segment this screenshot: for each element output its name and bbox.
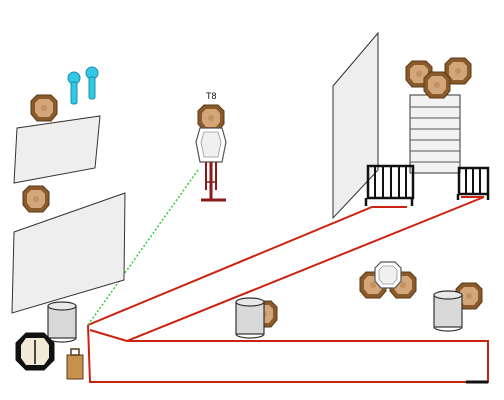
barrel-icon — [47, 301, 77, 343]
target-stand-label: T8 — [206, 91, 217, 101]
wall-panel-lower-left — [11, 192, 126, 314]
start-position-icon — [15, 332, 55, 371]
path-segment-inner — [89, 329, 128, 342]
wall-panel-upper-left — [13, 115, 101, 184]
paper-target-icon — [197, 104, 225, 132]
wall-panel-right — [332, 31, 379, 220]
fence-icon-right — [456, 166, 490, 200]
stacked-boxes — [409, 94, 461, 174]
path-segment-outer — [87, 196, 489, 383]
no-shoot-target-icon — [374, 261, 402, 289]
briefcase-icon — [66, 348, 84, 380]
barrel-icon — [433, 290, 463, 332]
paper-target-icon — [22, 185, 50, 213]
movement-path — [87, 196, 489, 383]
paper-target-icon — [423, 71, 451, 99]
popper-icon — [67, 71, 81, 105]
target-stand: T8 — [195, 91, 227, 202]
path-segment-fence-run — [87, 206, 407, 326]
popper-icon — [85, 66, 99, 100]
barrel-icon — [235, 297, 265, 339]
paper-target-icon — [30, 94, 58, 122]
fence-icon — [364, 164, 415, 206]
